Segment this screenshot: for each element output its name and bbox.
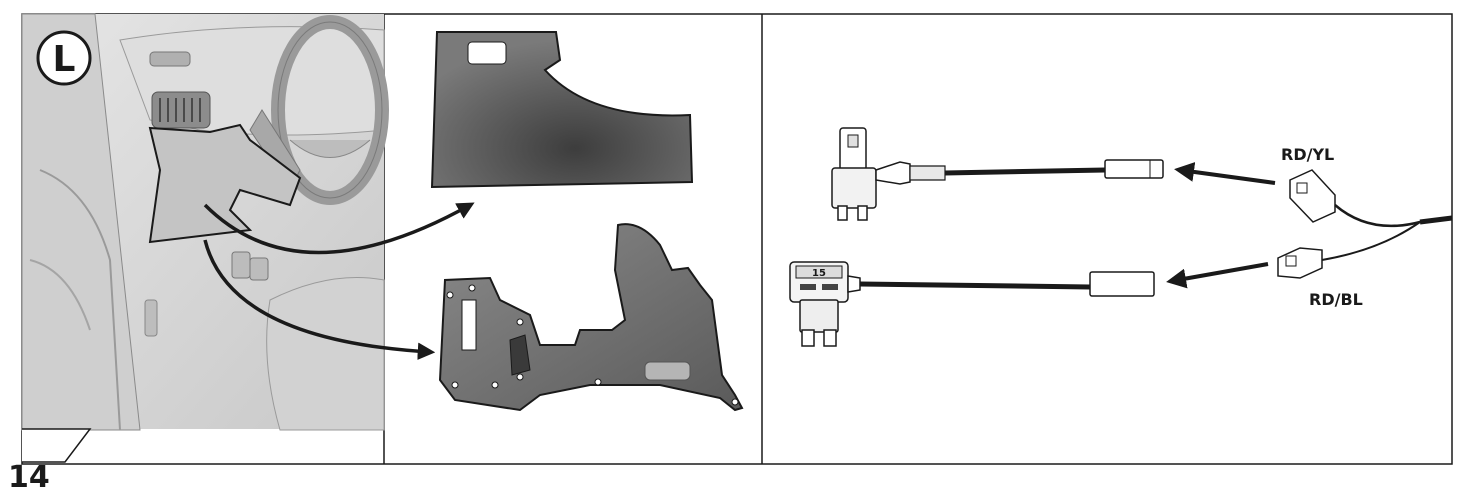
side-badge-letter: L bbox=[53, 39, 76, 80]
fuse-amperage-label: 15 bbox=[812, 268, 826, 279]
wire-bottom bbox=[859, 281, 1091, 290]
connector-bottom-female bbox=[1277, 247, 1323, 279]
fuse-tap-bottom: 15 bbox=[789, 261, 861, 347]
wire-top bbox=[944, 167, 1106, 176]
connector-bottom-label: RD/BL bbox=[1309, 290, 1363, 309]
fuse-tap-top bbox=[831, 127, 946, 221]
arrow-connect-bottom bbox=[1166, 262, 1269, 289]
lower-dash-cover bbox=[438, 223, 744, 412]
removal-arrows bbox=[203, 202, 475, 360]
terminal-bottom-male bbox=[1089, 271, 1155, 297]
terminal-top-male bbox=[1104, 159, 1164, 179]
upper-dash-cover bbox=[430, 31, 694, 189]
side-badge: L bbox=[36, 30, 92, 86]
connector-top-label: RD/YL bbox=[1281, 145, 1334, 164]
step-number: 14 bbox=[8, 460, 50, 491]
step-tab: 14 bbox=[8, 428, 92, 491]
harness-wire bbox=[1334, 204, 1453, 228]
arrow-lower-cover bbox=[203, 239, 436, 360]
car-interior-illustration bbox=[21, 13, 389, 431]
harness-wire-branch bbox=[1321, 221, 1421, 261]
connector-top-female bbox=[1289, 169, 1336, 223]
arrow-upper-cover bbox=[203, 202, 475, 255]
arrow-connect-top bbox=[1174, 161, 1276, 185]
